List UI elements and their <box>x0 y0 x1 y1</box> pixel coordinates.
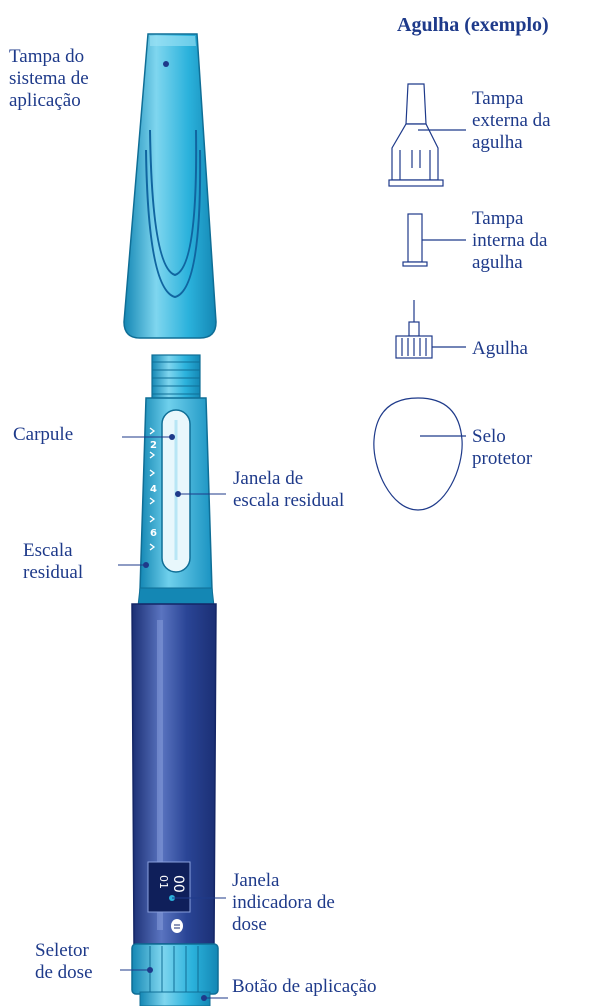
label-needle: Agulha <box>472 338 528 359</box>
dose-selector-knob <box>131 943 219 995</box>
label-residual-window: Janela de escala residual <box>233 468 345 511</box>
outer-needle-cap <box>388 83 466 187</box>
dose-window <box>147 861 191 913</box>
hand-icon <box>171 919 183 933</box>
thread-section <box>151 354 201 400</box>
dose-value-next: 01 <box>157 875 170 889</box>
injection-button <box>139 991 211 1006</box>
scale-number: 2 <box>150 440 157 451</box>
label-injection-button: Botão de aplicação <box>232 976 377 997</box>
pen-cap <box>123 33 217 339</box>
label-inner-needle-cap: Tampa interna da agulha <box>472 208 548 273</box>
needle-heading: Agulha (exemplo) <box>397 14 549 36</box>
scale-number: 6 <box>150 528 157 539</box>
label-outer-needle-cap: Tampa externa da agulha <box>472 88 551 153</box>
leader-lines <box>118 436 228 999</box>
cap-pointer-dot <box>163 61 169 67</box>
needle-icon <box>395 300 466 359</box>
cartridge-holder: 2 4 6 <box>137 397 215 607</box>
scale-ticks <box>149 427 156 551</box>
scale-number: 4 <box>150 484 157 495</box>
label-pen-cap: Tampa do sistema de aplicação <box>9 46 89 111</box>
label-protective-seal: Selo protetor <box>472 426 533 469</box>
dose-value: 00 <box>170 875 186 893</box>
pen-body: 00 01 <box>131 603 217 945</box>
label-dose-window: Janela indicadora de dose <box>232 870 335 935</box>
label-residual-scale: Escala residual <box>23 540 84 583</box>
label-cartridge: Carpule <box>13 424 74 445</box>
inner-needle-cap <box>402 213 466 267</box>
protective-seal <box>373 397 466 511</box>
label-dose-selector: Seletor de dose <box>35 940 93 983</box>
